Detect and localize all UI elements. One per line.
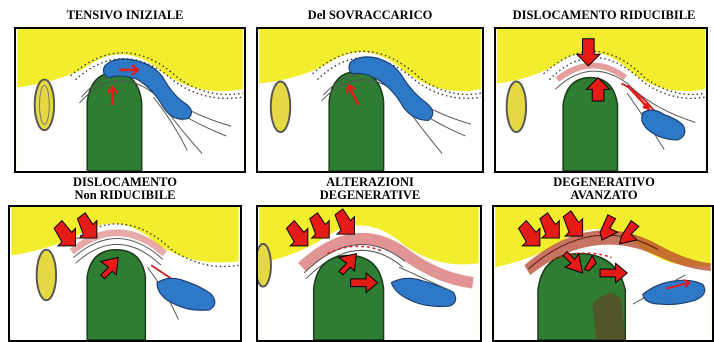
ear-canal-icon (507, 82, 526, 133)
panel-degenerative-changes (256, 205, 482, 342)
panel-reducible-displacement (494, 27, 708, 173)
tmj-diagram-6 (494, 207, 712, 340)
caption-panel-2: Del SOVRACCARICO (256, 9, 484, 22)
tmj-diagram-5 (258, 207, 480, 340)
condyle-icon (329, 72, 383, 171)
ear-canal-icon (258, 244, 271, 287)
tmj-diagram-4 (10, 207, 240, 340)
panel-advanced-degenerative (492, 205, 714, 342)
tmj-diagram-3 (496, 29, 706, 171)
panel-initial-tension (14, 27, 246, 173)
caption-panel-3: DISLOCAMENTO RIDUCIBILE (494, 9, 714, 22)
condyle-icon (87, 73, 141, 171)
ear-canal-icon (35, 80, 54, 131)
panel-non-reducible-displacement (8, 205, 242, 342)
tmj-diagram-2 (258, 29, 482, 171)
ear-canal-icon (37, 250, 56, 300)
tmj-diagram-1 (16, 29, 244, 171)
caption-panel-1: TENSIVO INIZIALE (10, 9, 240, 22)
ear-canal-icon (271, 82, 290, 133)
condyle-icon (563, 78, 617, 171)
panel-overload (256, 27, 484, 173)
